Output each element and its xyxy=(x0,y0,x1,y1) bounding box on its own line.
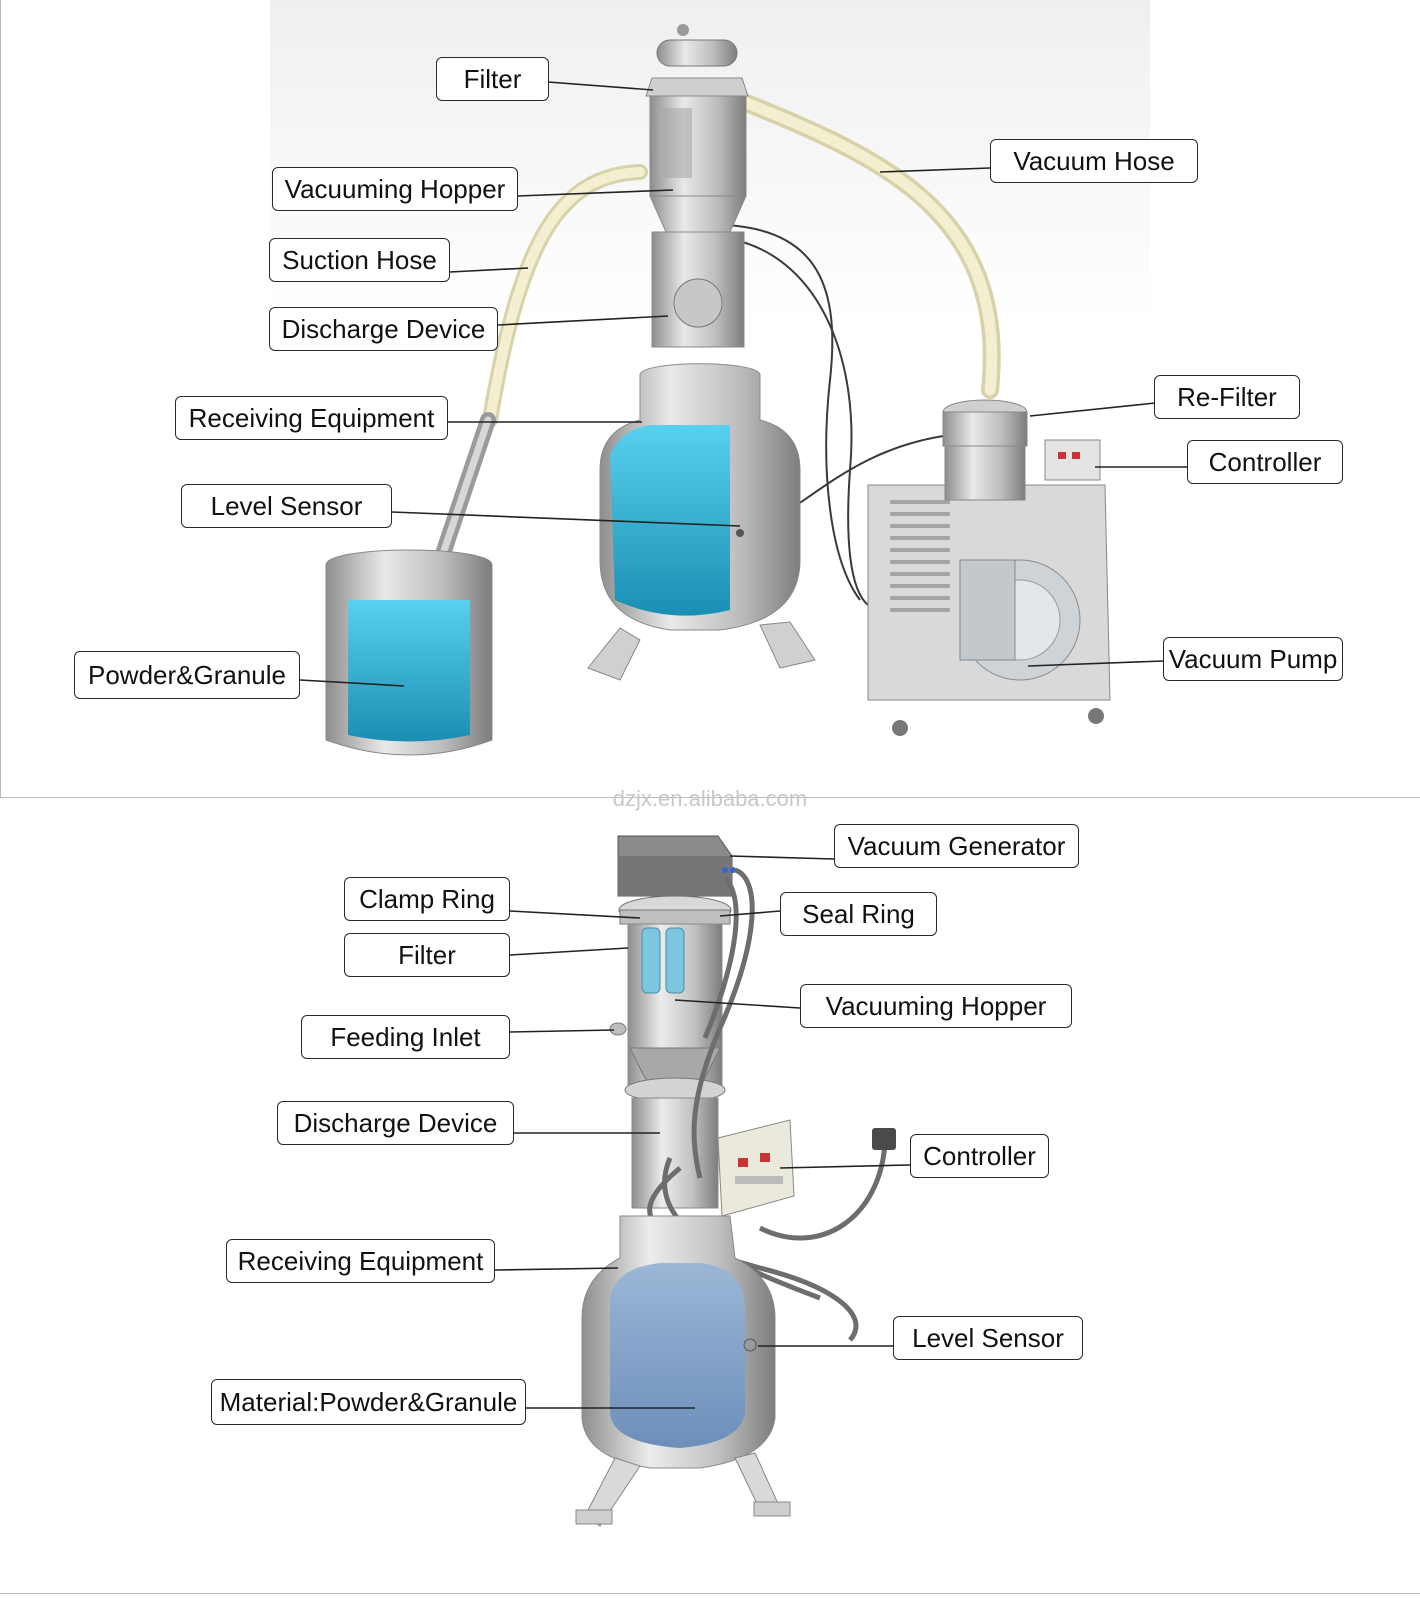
hopper-cutaway xyxy=(658,108,692,178)
watermark: dzjx.en.alibaba.com xyxy=(612,786,808,811)
bottom-vacuuming-hopper-label: Vacuuming Hopper xyxy=(800,984,1072,1028)
bottom-diagram-panel: Vacuum Generator Clamp Ring Seal Ring Fi… xyxy=(0,798,1420,1598)
generator-port-1 xyxy=(722,867,728,873)
bottom-filter-label: Filter xyxy=(344,933,510,977)
cabinet-wheel-2 xyxy=(1088,708,1104,724)
feeding-inlet-label: Feeding Inlet xyxy=(301,1015,510,1059)
power-plug xyxy=(872,1128,896,1150)
re-filter-body xyxy=(944,444,1026,501)
sensor-line xyxy=(647,1166,859,1342)
controller-box xyxy=(1044,439,1101,481)
level-sensor-point xyxy=(736,529,744,537)
bottom-level-sensor-label: Level Sensor xyxy=(893,1316,1083,1360)
cable-1 xyxy=(734,239,869,606)
powder-granule-label: Powder&Granule xyxy=(74,651,300,699)
vacuum-line-2 xyxy=(702,876,739,1039)
suction-hose-label: Suction Hose xyxy=(269,238,450,282)
bottom-machine-illustration xyxy=(494,835,911,1527)
controller-buttons xyxy=(735,1176,783,1184)
vacuum-hose-highlight xyxy=(714,86,998,396)
controller-panel xyxy=(717,1119,795,1217)
receiving-equipment-label: Receiving Equipment xyxy=(175,396,448,440)
filter-valve xyxy=(677,24,689,36)
material-content xyxy=(610,1263,745,1448)
vacuum-line-1 xyxy=(691,867,755,1179)
top-diagram-panel: Filter Vacuum Hose Vacuuming Hopper Suct… xyxy=(0,0,1420,798)
foot-right xyxy=(753,1501,791,1517)
foot-left xyxy=(575,1509,613,1525)
pump-pipe xyxy=(959,559,1016,661)
discharge-device-label: Discharge Device xyxy=(269,307,498,351)
controller-led-1 xyxy=(738,1158,748,1167)
filter-cartridge-1 xyxy=(641,927,661,994)
controller-led-2 xyxy=(760,1153,770,1162)
bottom-controller-label: Controller xyxy=(910,1134,1049,1178)
vacuum-hose-label: Vacuum Hose xyxy=(990,139,1198,183)
tank-leg-right xyxy=(759,621,816,669)
bottom-bottom-border xyxy=(0,1593,1420,1594)
vacuum-pump-label: Vacuum Pump xyxy=(1163,637,1343,681)
level-sensor-label: Level Sensor xyxy=(181,484,392,528)
filter-cartridge-2 xyxy=(665,927,685,994)
clamp-ring-label: Clamp Ring xyxy=(344,877,510,921)
feeding-inlet-port xyxy=(609,1022,627,1036)
receiving-tank-liquid xyxy=(610,425,730,616)
tank-leg-left xyxy=(587,627,641,681)
controller-display-1 xyxy=(1058,452,1066,459)
hopper-cone xyxy=(649,195,747,233)
cabinet-wheel-1 xyxy=(892,720,908,736)
cable-2 xyxy=(724,224,861,601)
vacuum-generator-label: Vacuum Generator xyxy=(834,824,1079,868)
top-left-border xyxy=(0,0,1,798)
filter-housing-top xyxy=(656,39,738,67)
bottom-leader-lines xyxy=(494,855,911,1409)
top-bottom-border xyxy=(0,797,1420,798)
discharge-flap xyxy=(673,278,723,328)
top-leader-lines xyxy=(299,81,1187,687)
discharge-section xyxy=(631,1097,719,1209)
pump-cabinet-vents xyxy=(890,500,950,612)
seal-ring-shape xyxy=(619,909,731,925)
material-label: Material:Powder&Granule xyxy=(211,1379,526,1425)
suction-hose-highlight xyxy=(485,167,645,425)
controller-display-2 xyxy=(1072,452,1080,459)
bottom-discharge-device-label: Discharge Device xyxy=(277,1101,514,1145)
re-filter-label: Re-Filter xyxy=(1154,375,1300,419)
bottom-receiving-equipment-label: Receiving Equipment xyxy=(226,1239,495,1283)
bottom-tank-leg-left xyxy=(584,1457,641,1527)
powder-bucket-content xyxy=(348,600,470,742)
vacuum-generator-face xyxy=(618,856,732,896)
filter-label: Filter xyxy=(436,57,549,101)
re-filter-top xyxy=(942,411,1028,447)
controller-label: Controller xyxy=(1187,440,1343,484)
seal-ring-label: Seal Ring xyxy=(780,892,937,936)
level-sensor-probe xyxy=(743,1338,757,1352)
filter-lid xyxy=(645,77,749,97)
vacuuming-hopper-label: Vacuuming Hopper xyxy=(272,167,518,211)
generator-port-2 xyxy=(730,867,736,873)
power-cable xyxy=(758,1142,888,1241)
